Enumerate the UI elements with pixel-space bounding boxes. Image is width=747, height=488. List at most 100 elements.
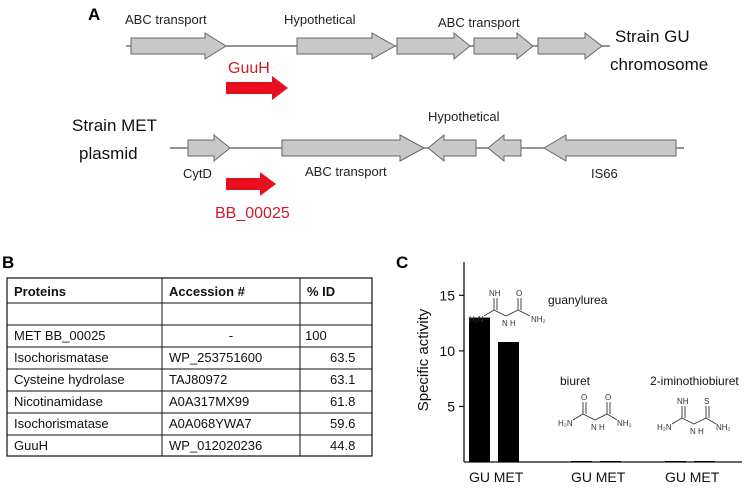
panel-a-letter: A <box>88 5 100 24</box>
label-abc-transport-1: ABC transport <box>125 12 207 27</box>
guanylurea-atoms: NH H₂N N H O NH₂ <box>469 289 546 328</box>
panel-b-letter: B <box>2 253 14 272</box>
cell-protein: GuuH <box>14 438 48 453</box>
gene-arrow-hypothetical-bottom-1 <box>427 133 477 163</box>
atom-s: S <box>704 397 709 406</box>
gene-arrow-abc-transport-2a <box>396 31 471 61</box>
cell-accession: WP_253751600 <box>169 350 262 365</box>
cell-percent-id: 63.5 <box>330 350 355 365</box>
cell-protein: Cysteine hydrolase <box>14 372 125 387</box>
cell-accession: A0A317MX99 <box>169 394 249 409</box>
iminothiobiuret-atoms: NH S H₂N N H NH₂ <box>657 397 731 436</box>
atom-h2n: H₂N <box>657 423 672 432</box>
biuret-atoms: O O H₂N N H NH₂ <box>558 393 632 432</box>
header-accession: Accession # <box>169 284 246 299</box>
gene-arrow-is66 <box>543 134 677 162</box>
cell-percent-id: 59.6 <box>330 416 355 431</box>
label-cytd: CytD <box>183 166 212 181</box>
header-proteins: Proteins <box>14 284 66 299</box>
bb00025-red-arrow <box>226 172 276 196</box>
y-ticks: 5 10 15 <box>439 287 464 414</box>
bottom-genome-row: Strain MET plasmid Hypothetical CytD ABC… <box>72 109 684 222</box>
label-abc-transport-2: ABC transport <box>438 15 520 30</box>
cell-percent-id: 61.8 <box>330 394 355 409</box>
atom-h2n: H₂N <box>469 315 484 324</box>
x-tick-label: GU <box>665 469 686 485</box>
x-tick-label: MET <box>494 469 524 485</box>
atom-h2n: H₂N <box>558 419 573 428</box>
gene-arrow-hypothetical-bottom-2 <box>487 133 522 163</box>
cell-percent-id: 100 <box>305 328 327 343</box>
substrate-label-guanylurea: guanylurea <box>548 293 608 307</box>
x-tick-label: GU <box>469 469 490 485</box>
cell-protein: Isochorismatase <box>14 416 109 431</box>
bar-biuret-MET <box>600 461 621 462</box>
strain-gu-label: Strain GU <box>615 27 690 46</box>
label-is66: IS66 <box>591 166 618 181</box>
cell-accession: TAJ80972 <box>169 372 227 387</box>
atom-o: O <box>605 393 611 402</box>
bars <box>469 317 715 462</box>
bb00025-label: BB_00025 <box>215 205 290 222</box>
atom-nh-bridge: N H <box>690 427 704 436</box>
substrate-label-biuret: biuret <box>560 374 591 388</box>
top-genome-row: ABC transport Hypothetical ABC transport… <box>125 12 708 100</box>
atom-o: O <box>581 393 587 402</box>
cell-percent-id: 63.1 <box>330 372 355 387</box>
x-tick-label: MET <box>596 469 626 485</box>
identity-table: Proteins Accession # % ID MET BB_00025 -… <box>6 277 373 457</box>
atom-nh: NH <box>489 289 501 298</box>
header-percent-id: % ID <box>307 284 335 299</box>
guanylurea-structure <box>483 298 531 317</box>
cell-accession: A0A068YWA7 <box>169 416 252 431</box>
strain-gu-chromosome-label: chromosome <box>610 55 708 74</box>
cell-accession: WP_012020236 <box>169 438 262 453</box>
gene-arrow-abc-transport-2b <box>473 31 534 61</box>
gene-arrow-abc-transport-1 <box>130 32 227 60</box>
gene-arrow-cytd <box>187 133 231 163</box>
y-axis-label: Specific activity <box>415 308 432 411</box>
cell-accession: - <box>229 328 233 343</box>
y-tick-label: 10 <box>439 343 455 359</box>
cell-percent-id: 44.8 <box>330 438 355 453</box>
bar-2-iminothiobiuret-GU <box>665 461 686 462</box>
gene-arrow-abc-transport-2c <box>537 31 603 61</box>
panel-c-letter: C <box>396 253 408 272</box>
bar-2-iminothiobiuret-MET <box>694 461 715 462</box>
guuh-label: GuuH <box>228 60 270 77</box>
x-tick-label: MET <box>690 469 720 485</box>
bar-guanylurea-GU <box>469 317 490 462</box>
cell-protein: Isochorismatase <box>14 350 109 365</box>
y-tick-label: 5 <box>447 398 455 414</box>
x-tick-label: GU <box>571 469 592 485</box>
structure-bonds <box>483 309 531 317</box>
strain-met-plasmid-label: plasmid <box>79 144 138 163</box>
y-tick-label: 15 <box>439 287 455 303</box>
structure-bonds <box>572 413 618 421</box>
atom-nh: NH <box>677 397 689 406</box>
atom-nh2: NH₂ <box>617 419 632 428</box>
atom-nh2: NH₂ <box>531 315 546 324</box>
biuret-structure <box>572 402 618 421</box>
atom-nh2: NH₂ <box>716 423 731 432</box>
bar-biuret-GU <box>571 461 592 462</box>
label-abc-transport-bottom: ABC transport <box>305 164 387 179</box>
atom-nh-bridge: N H <box>502 319 516 328</box>
atom-o: O <box>516 289 522 298</box>
cell-protein: MET BB_00025 <box>14 328 106 343</box>
gene-arrow-abc-transport-bottom <box>281 134 426 162</box>
label-hypothetical-top: Hypothetical <box>284 12 356 27</box>
strain-met-label: Strain MET <box>72 116 157 135</box>
bar-guanylurea-MET <box>498 342 519 462</box>
structure-bonds <box>671 417 717 425</box>
gene-arrow-hypothetical <box>296 32 397 60</box>
cell-protein: Nicotinamidase <box>14 394 103 409</box>
atom-nh-bridge: N H <box>591 423 605 432</box>
iminothiobiuret-structure <box>671 406 717 425</box>
substrate-label-iminothiobiuret: 2-iminothiobiuret <box>650 374 739 388</box>
label-hypothetical-bottom: Hypothetical <box>428 109 500 124</box>
table-border <box>6 277 373 457</box>
